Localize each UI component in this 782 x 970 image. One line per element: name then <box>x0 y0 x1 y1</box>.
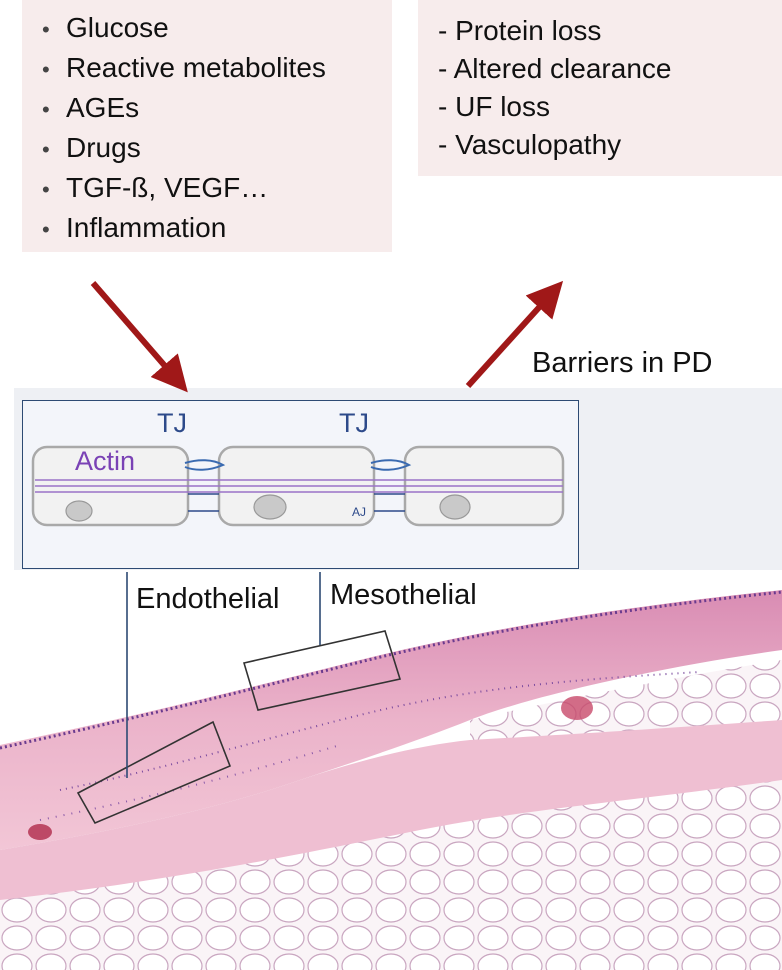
vessel <box>561 696 593 720</box>
input-arrow <box>90 281 188 393</box>
inputs-box: Glucose Reactive metabolites AGEs Drugs … <box>22 0 392 252</box>
input-item: Reactive metabolites <box>42 49 326 89</box>
nucleus <box>253 494 287 520</box>
tj-label: TJ <box>339 408 369 438</box>
endothelial-highlight-box <box>76 720 232 825</box>
tissue-band <box>0 590 782 850</box>
endothelial-label: Endothelial <box>136 583 280 615</box>
mesothelial-highlight-box <box>242 630 402 711</box>
outputs-box: Protein loss Altered clearance UF loss V… <box>418 0 782 176</box>
connective-tissue <box>0 720 782 900</box>
inputs-list: Glucose Reactive metabolites AGEs Drugs … <box>42 9 326 249</box>
output-item: Vasculopathy <box>438 126 671 164</box>
input-item: AGEs <box>42 89 326 129</box>
cell-junction-diagram <box>31 445 565 527</box>
aj-label: AJ <box>352 505 367 519</box>
nucleus <box>65 500 93 522</box>
input-item: TGF-ß, VEGF… <box>42 169 326 209</box>
output-item: Altered clearance <box>438 50 672 88</box>
cell-junction-panel <box>22 400 579 569</box>
outputs-list: Protein loss Altered clearance UF loss V… <box>438 12 672 164</box>
tj-label: TJ <box>157 408 187 438</box>
mesothelial-label: Mesothelial <box>330 579 477 611</box>
figure-title: Barriers in PD <box>532 347 713 379</box>
output-item: Protein loss <box>438 12 671 50</box>
input-item: Glucose <box>42 9 326 49</box>
actin-label: Actin <box>75 446 136 476</box>
nucleus <box>439 494 471 520</box>
input-item: Inflammation <box>42 209 326 249</box>
output-item: UF loss <box>438 88 671 126</box>
output-arrow <box>465 280 564 389</box>
vessel-left <box>28 824 52 840</box>
tight-junction <box>370 459 412 471</box>
input-item: Drugs <box>42 129 326 169</box>
tight-junction <box>184 459 226 471</box>
mesothelial-surface <box>0 590 782 750</box>
